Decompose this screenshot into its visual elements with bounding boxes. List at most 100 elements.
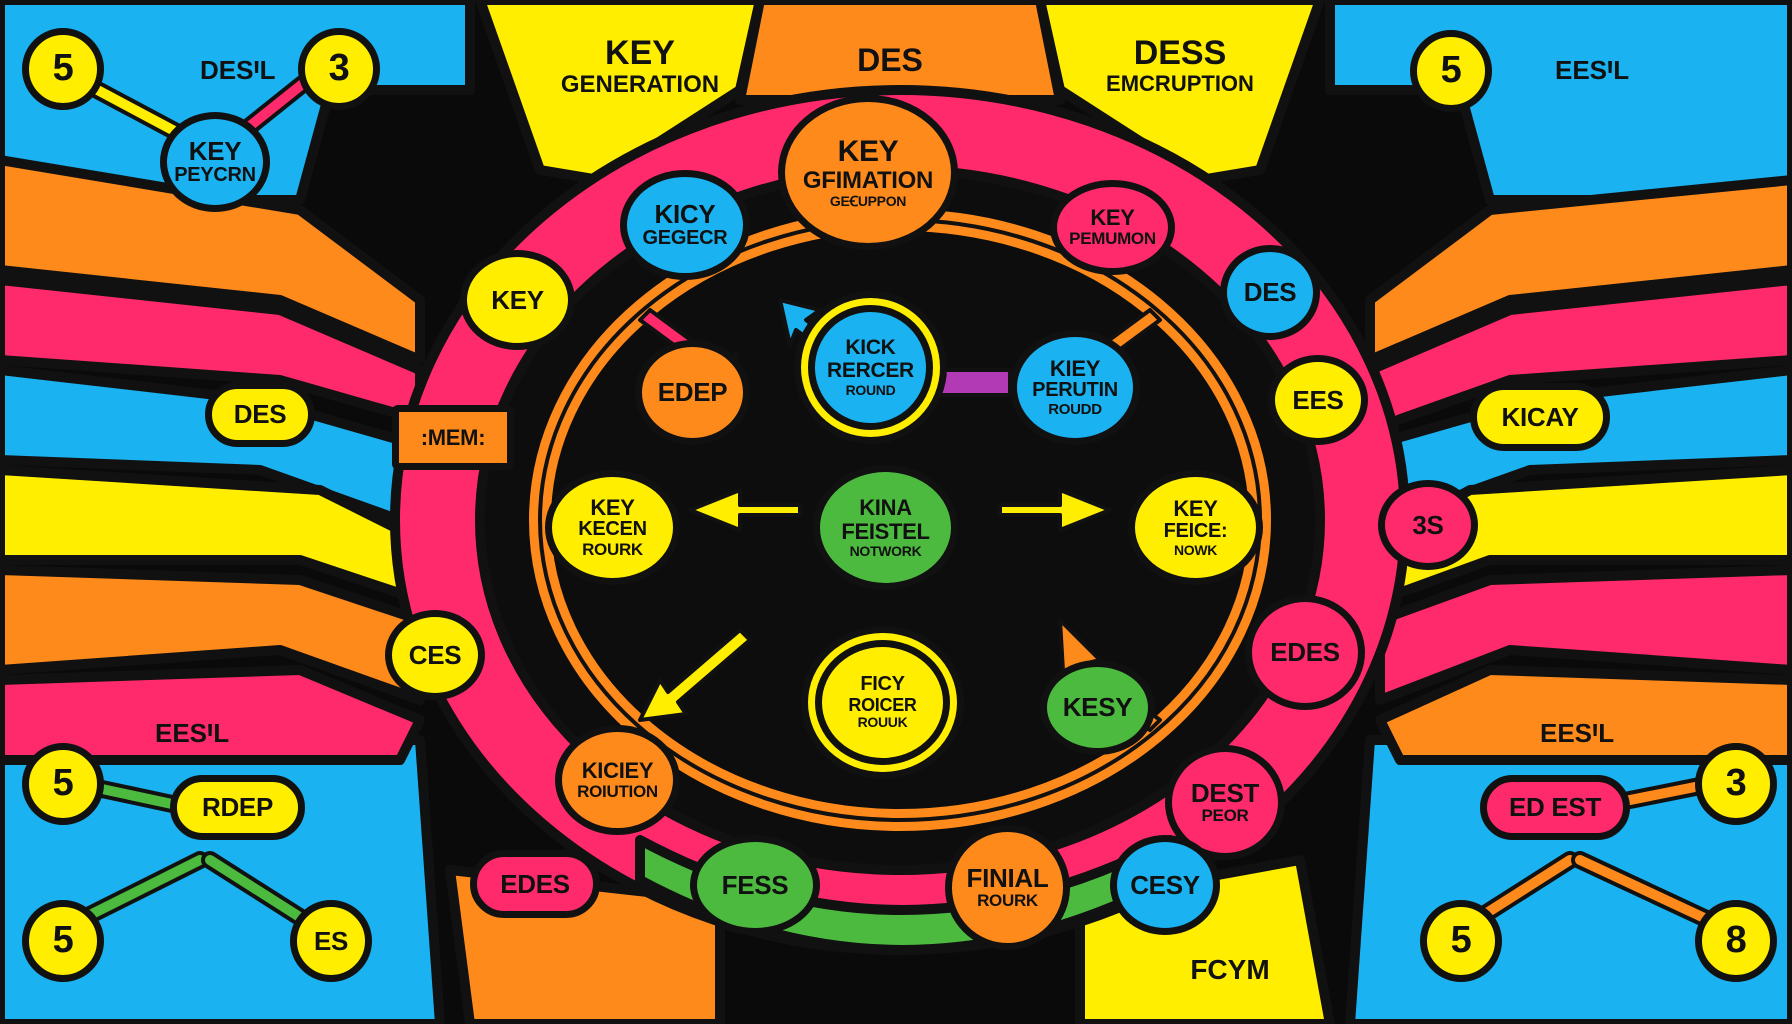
- node-ed-est-text: ED EST: [1508, 792, 1602, 823]
- node-key-feice-line2: FEICE:: [1163, 520, 1228, 543]
- banner-fcym-text: FCYM: [1190, 954, 1270, 985]
- banner-des-text: DES: [857, 42, 923, 78]
- number-node-bl-b: 5: [22, 900, 104, 982]
- node-kick-round-line2: RERCER: [827, 358, 914, 382]
- number-node-br-b-text: 5: [1450, 919, 1472, 962]
- node-ed-est: ED EST: [1480, 775, 1630, 840]
- node-kiciey-round: KICIEY ROIUTION: [555, 725, 680, 835]
- node-key-peycrn-line1: KEY: [188, 136, 242, 167]
- banner-key-generation-line2: GENERATION: [560, 70, 720, 98]
- node-kiciey-round-line2: ROIUTION: [577, 781, 658, 801]
- banner-fcym: FCYM: [1170, 955, 1290, 984]
- number-node-tl-a: 5: [22, 28, 104, 110]
- node-key-feice-line3: NOWK: [1173, 541, 1218, 558]
- node-finial-round: FINIAL ROURK: [945, 825, 1070, 950]
- node-kesy-text: KESY: [1062, 692, 1133, 723]
- node-rdep-text: RDEP: [201, 792, 274, 823]
- node-kiey-round-line2: PERUTIN: [1032, 379, 1118, 402]
- number-node-tl-b: 3: [298, 28, 380, 110]
- number-node-bl-c-text: ES: [313, 925, 349, 956]
- node-kina-feistel-line2: FEISTEL: [841, 518, 930, 544]
- node-key-peycrn: KEY PEYCRN: [160, 112, 270, 212]
- node-edes-right-text: EDES: [1270, 637, 1340, 668]
- node-key-kecen-line1: KEY: [590, 494, 635, 520]
- node-mem: :MEM:: [392, 405, 514, 470]
- node-key-feice: KEY FEICE: NOWK: [1128, 470, 1263, 585]
- node-kicay: KICAY: [1470, 383, 1610, 451]
- banner-des-encryption: DESS EMCRUPTION: [1070, 34, 1290, 96]
- node-des-left: DES: [205, 382, 315, 447]
- number-node-bl-c: ES: [290, 900, 372, 982]
- node-ficy-round-line2: ROICER: [848, 695, 917, 716]
- node-kiey-round-line1: KIEY: [1049, 355, 1101, 381]
- node-key-peycrn-line2: PEYCRN: [174, 164, 256, 187]
- node-finial-round-line1: FINIAL: [966, 863, 1049, 894]
- node-cesy: CESY: [1110, 835, 1220, 935]
- node-edes-bottom: EDES: [470, 850, 600, 918]
- band-right-5: [1375, 565, 1792, 705]
- node-key-feice-line1: KEY: [1173, 496, 1218, 522]
- node-ees: EES: [1268, 355, 1368, 445]
- label-bottom-left: EESꞋL: [155, 718, 230, 748]
- banner-des-encryption-line1: DESS: [1133, 34, 1227, 72]
- node-kicy-gegecr-line1: KICY: [654, 199, 716, 230]
- node-edes-bottom-text: EDES: [500, 868, 570, 899]
- number-node-tr-a-text: 5: [1440, 49, 1462, 92]
- number-node-br-a: 3: [1695, 743, 1777, 825]
- node-kina-feistel-line3: NOTWORK: [849, 542, 922, 559]
- node-fess: FESS: [690, 835, 820, 935]
- node-des-right-text: DES: [1243, 277, 1297, 308]
- node-kick-round: KICK RERCER ROUND: [808, 305, 933, 430]
- label-top-right: EESꞋL: [1555, 55, 1630, 85]
- node-kiey-round: KIEY PERUTIN ROUDD: [1010, 330, 1140, 445]
- number-node-br-c: 8: [1695, 900, 1777, 982]
- node-kick-round-line3: ROUND: [845, 381, 896, 398]
- node-ficy-round-line1: FICY: [860, 673, 905, 696]
- node-edep-text: EDEP: [657, 377, 728, 408]
- node-des-left-text: DES: [233, 399, 287, 430]
- banner-key-generation-line1: KEY: [605, 34, 675, 72]
- banner-des: DES: [820, 42, 960, 78]
- band-left-6: [0, 665, 425, 765]
- node-kicy-gegecr-line2: GEGECR: [642, 227, 728, 250]
- node-ces-text: CES: [408, 639, 462, 670]
- node-key-left: KEY: [460, 250, 575, 350]
- number-node-br-a-text: 3: [1725, 762, 1747, 805]
- node-kina-feistel-line1: KINA: [859, 495, 912, 521]
- band-left-5: [0, 565, 425, 705]
- wedge-top-center: [735, 0, 1065, 105]
- label-bottom-right: EESꞋL: [1540, 718, 1615, 748]
- node-rdep: RDEP: [170, 775, 305, 840]
- node-dest-peor-line2: PEOR: [1201, 806, 1249, 826]
- node-finial-round-line2: ROURK: [977, 891, 1038, 911]
- node-key-gfimation-line3: GEꞒUPPON: [829, 193, 907, 210]
- number-node-bl-a: 5: [22, 743, 104, 825]
- number-node-bl-b-text: 5: [52, 919, 74, 962]
- node-key-gfimation: KEY GFIMATION GEꞒUPPON: [778, 95, 958, 250]
- node-ficy-round-line3: ROUUK: [857, 714, 908, 731]
- node-kina-feistel: KINA FEISTEL NOTWORK: [813, 465, 958, 590]
- node-key-gfimation-line1: KEY: [837, 134, 899, 168]
- banner-des-encryption-line2: EMCRUPTION: [1106, 70, 1254, 96]
- arrow-right-purple: [928, 368, 1012, 397]
- panel-top-right: [1325, 0, 1792, 205]
- node-cesy-text: CESY: [1130, 869, 1200, 900]
- node-kicay-text: KICAY: [1501, 401, 1579, 432]
- number-node-br-c-text: 8: [1725, 919, 1747, 962]
- node-ees-text: EES: [1292, 384, 1344, 415]
- node-key-gfimation-line2: GFIMATION: [802, 167, 934, 195]
- band-left-1: [0, 155, 425, 365]
- node-key-left-text: KEY: [491, 284, 544, 315]
- node-3s-text: 3S: [1412, 509, 1444, 540]
- node-key-kecen-line3: ROURK: [582, 539, 643, 559]
- node-edes-right: EDES: [1245, 595, 1365, 710]
- number-node-tr-a: 5: [1410, 30, 1492, 112]
- number-node-br-b: 5: [1420, 900, 1502, 982]
- node-kesy: KESY: [1040, 660, 1155, 755]
- node-3s: 3S: [1378, 480, 1478, 570]
- label-top-left: DESꞋL: [200, 55, 276, 85]
- node-kicy-gegecr: KICY GEGECR: [620, 170, 750, 280]
- band-right-6: [1375, 665, 1792, 765]
- node-edep: EDEP: [635, 340, 750, 445]
- node-dest-peor-line1: DEST: [1190, 778, 1260, 809]
